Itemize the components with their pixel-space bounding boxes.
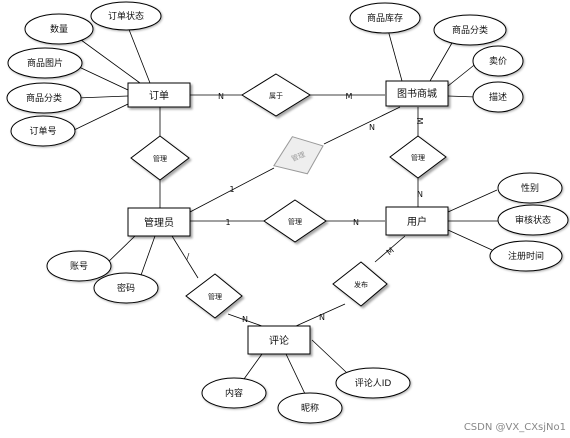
edge-user-gender [447, 189, 498, 213]
attribute-user-review-status-label: 审核状态 [515, 214, 551, 226]
entity-bookstore[interactable]: 图书商城 [385, 80, 449, 107]
watermark: CSDN @VX_CXsjNo1 [464, 422, 566, 433]
card-user-publish2: M [385, 246, 396, 257]
attribute-store-category[interactable]: 商品分类 [433, 14, 507, 46]
edge-admin-manage3 [171, 235, 199, 279]
attribute-user-gender-label: 性别 [521, 182, 539, 194]
attribute-comment-nickname-label: 昵称 [301, 402, 319, 414]
edge-store-price [447, 61, 479, 87]
entity-admin[interactable]: 管理员 [127, 207, 191, 237]
edge-manage3-comment [227, 313, 263, 327]
edge-store-category [429, 35, 457, 82]
attribute-order-status[interactable]: 订单状态 [90, 1, 162, 31]
entity-comment[interactable]: 评论 [247, 325, 311, 355]
edge-order-category [76, 95, 129, 99]
edge-order-status [127, 26, 151, 84]
attribute-order-category-label: 商品分类 [26, 92, 62, 104]
attribute-store-price-label: 卖价 [489, 56, 507, 67]
relationship-belongs[interactable]: 属于 [241, 73, 311, 117]
attribute-store-price[interactable]: 卖价 [472, 45, 524, 77]
attribute-admin-password-label: 密码 [117, 282, 135, 294]
entity-user[interactable]: 用户 [385, 206, 449, 236]
attribute-store-category-label: 商品分类 [452, 24, 488, 36]
edge-user-publish2 [374, 235, 406, 263]
relationship-user-comment-label: 发布 [354, 280, 368, 289]
card-store-manage: M [415, 118, 424, 125]
attribute-comment-nickname[interactable]: 昵称 [277, 392, 343, 424]
relationships: 属于 管理 管理 管理 管理 管理 发布 [130, 73, 447, 319]
relationship-belongs-label: 属于 [269, 92, 283, 100]
entity-order-label: 订单 [149, 90, 169, 102]
edge-admin-password [139, 235, 156, 279]
card-admin-manage2: 1 [225, 218, 230, 227]
card-order-belongs: N [218, 92, 224, 101]
edge-admin-publish [189, 167, 275, 213]
attribute-comment-user-id[interactable]: 评论人ID [335, 367, 411, 399]
relationship-user-store[interactable]: 管理 [389, 135, 447, 179]
attribute-order-no[interactable]: 订单号 [10, 115, 76, 147]
edge-store-desc [447, 95, 477, 98]
attribute-order-image-label: 商品图片 [27, 57, 63, 69]
entity-comment-label: 评论 [269, 334, 289, 347]
attribute-store-desc-label: 描述 [489, 91, 507, 103]
edge-store-stock [387, 29, 403, 82]
attribute-store-stock[interactable]: 商品库存 [349, 2, 421, 34]
card-admin-publish: 1 [229, 185, 234, 194]
relationship-admin-order-label: 管理 [153, 154, 167, 163]
edge-comment-content [243, 353, 263, 380]
connector-lines [65, 26, 498, 397]
card-manage-user: N [417, 190, 423, 199]
relationship-user-store-label: 管理 [411, 153, 425, 162]
edge-comment-nickname [285, 353, 307, 397]
relationship-admin-user-label: 管理 [288, 217, 302, 226]
attribute-order-status-label: 订单状态 [108, 10, 144, 22]
entity-bookstore-label: 图书商城 [397, 87, 437, 100]
attribute-admin-account-label: 账号 [70, 261, 88, 272]
card-admin-manage3: / [187, 252, 190, 261]
attribute-user-review-status[interactable]: 审核状态 [497, 204, 569, 236]
attribute-user-gender[interactable]: 性别 [497, 172, 563, 204]
attribute-order-no-label: 订单号 [29, 125, 56, 137]
attribute-user-reg-time[interactable]: 注册时间 [489, 240, 563, 272]
relationship-admin-order[interactable]: 管理 [130, 135, 190, 181]
edge-publish2-comment [295, 303, 346, 327]
edge-user-regtime [447, 229, 493, 251]
edge-order-image [78, 66, 129, 91]
card-belongs-store: M [346, 92, 353, 101]
attribute-comment-user-id-label: 评论人ID [355, 377, 392, 389]
attribute-comment-content-label: 内容 [225, 387, 243, 399]
entity-user-label: 用户 [407, 215, 427, 228]
cardinality-labels: N M 1 N M N 1 N / N M N [187, 92, 424, 324]
card-manage2-user: N [353, 218, 359, 227]
relationship-admin-user[interactable]: 管理 [263, 199, 327, 243]
attribute-order-qty[interactable]: 数量 [24, 13, 94, 45]
edge-order-no [71, 103, 129, 132]
entity-admin-label: 管理员 [144, 216, 174, 229]
relationship-user-comment[interactable]: 发布 [332, 261, 388, 307]
attribute-order-category[interactable]: 商品分类 [6, 82, 82, 114]
edge-comment-userid [311, 339, 347, 373]
attribute-admin-account[interactable]: 账号 [46, 250, 112, 282]
relationship-admin-comment[interactable]: 管理 [185, 273, 243, 319]
attribute-store-stock-label: 商品库存 [367, 12, 403, 24]
attribute-order-image[interactable]: 商品图片 [7, 47, 83, 79]
card-manage3-comment: N [242, 315, 248, 324]
attribute-user-reg-time-label: 注册时间 [508, 250, 544, 262]
attribute-comment-content[interactable]: 内容 [201, 377, 267, 409]
card-publish-store: N [369, 123, 375, 132]
relationship-publish[interactable]: 管理 [266, 127, 330, 184]
attribute-store-desc[interactable]: 描述 [472, 81, 524, 113]
edge-publish-store [323, 106, 401, 145]
entity-order[interactable]: 订单 [127, 82, 191, 108]
entities: 订单 图书商城 管理员 用户 评论 [127, 80, 449, 355]
attribute-order-qty-label: 数量 [50, 23, 68, 35]
card-publish2-comment: N [319, 313, 325, 322]
attribute-admin-password[interactable]: 密码 [93, 272, 159, 304]
relationship-admin-comment-label: 管理 [208, 292, 222, 301]
attributes: 数量 订单状态 商品图片 商品分类 订单号 商品库存 商品分类 卖价 [6, 1, 569, 424]
